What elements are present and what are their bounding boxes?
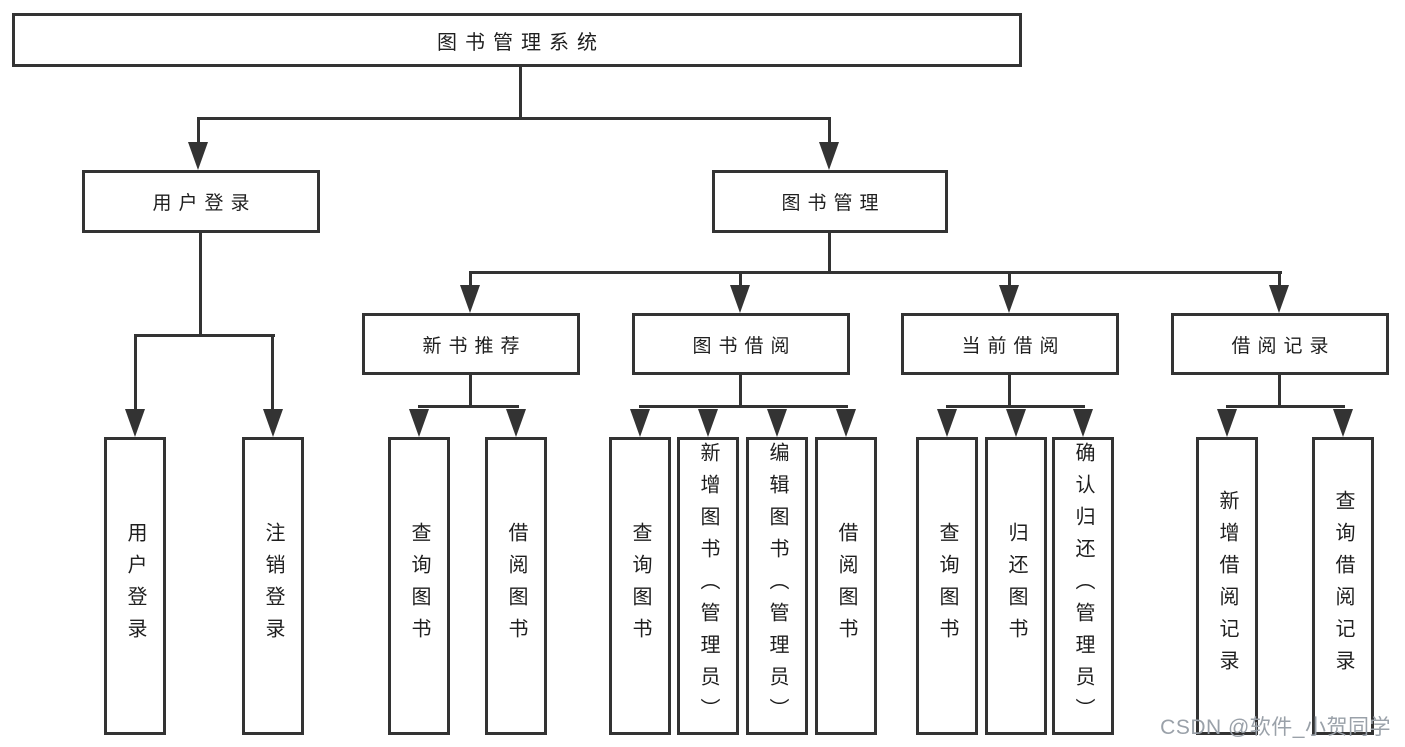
connector-line (1008, 271, 1011, 286)
connector-line (1278, 271, 1281, 286)
connector-line (469, 375, 472, 408)
connector-line (1008, 375, 1011, 408)
node-book-borrow: 图书借阅 (632, 313, 850, 375)
arrow-down-icon (1333, 409, 1353, 437)
node-leaf-add-borrow-record-label: 新增借阅记录 (1216, 490, 1238, 682)
node-new-book-recommend-label: 新书推荐 (422, 335, 527, 357)
arrow-down-icon (767, 409, 787, 437)
node-leaf-search-books-borrow-label: 查询图书 (629, 522, 651, 650)
connector-line (469, 271, 1282, 274)
node-book-borrow-label: 图书借阅 (692, 335, 797, 357)
node-leaf-add-books-admin: 新增图书（管理员） (677, 437, 739, 735)
node-root: 图书管理系统 (12, 13, 1022, 67)
node-leaf-search-books-recommend-label: 查询图书 (408, 522, 430, 650)
node-leaf-borrow-books-recommend-label: 借阅图书 (505, 522, 527, 650)
connector-line (946, 405, 1085, 408)
arrow-down-icon (1073, 409, 1093, 437)
node-leaf-borrow-books: 借阅图书 (815, 437, 877, 735)
node-borrow-record-label: 借阅记录 (1231, 335, 1336, 357)
connector-line (1278, 375, 1281, 408)
connector-line (271, 334, 274, 410)
connector-line (739, 271, 742, 286)
connector-line (197, 117, 200, 145)
node-leaf-search-borrow-record: 查询借阅记录 (1312, 437, 1374, 735)
node-leaf-search-books-current: 查询图书 (916, 437, 978, 735)
arrow-down-icon (1006, 409, 1026, 437)
arrow-down-icon (1217, 409, 1237, 437)
node-leaf-return-books: 归还图书 (985, 437, 1047, 735)
arrow-down-icon (999, 285, 1019, 313)
connector-line (199, 233, 202, 337)
node-book-management: 图书管理 (712, 170, 948, 233)
node-leaf-confirm-return-admin-label: 确认归还（管理员） (1072, 442, 1094, 730)
arrow-down-icon (409, 409, 429, 437)
node-root-label: 图书管理系统 (437, 31, 605, 54)
node-leaf-logout: 注销登录 (242, 437, 304, 735)
connector-line (134, 334, 275, 337)
arrow-down-icon (506, 409, 526, 437)
connector-line (469, 271, 472, 286)
node-leaf-borrow-books-recommend: 借阅图书 (485, 437, 547, 735)
connector-line (519, 65, 522, 120)
node-leaf-edit-books-admin: 编辑图书（管理员） (746, 437, 808, 735)
node-leaf-return-books-label: 归还图书 (1005, 522, 1027, 650)
node-current-borrow-label: 当前借阅 (961, 335, 1066, 357)
node-user-login-label: 用户登录 (152, 193, 257, 214)
arrow-down-icon (836, 409, 856, 437)
node-leaf-edit-books-admin-label: 编辑图书（管理员） (766, 442, 788, 730)
node-leaf-user-login-label: 用户登录 (124, 522, 146, 650)
node-current-borrow: 当前借阅 (901, 313, 1119, 375)
connector-line (639, 405, 848, 408)
node-leaf-borrow-books-label: 借阅图书 (835, 522, 857, 650)
node-leaf-search-borrow-record-label: 查询借阅记录 (1332, 490, 1354, 682)
connector-line (739, 375, 742, 408)
node-book-management-label: 图书管理 (781, 193, 886, 214)
arrow-down-icon (1269, 285, 1289, 313)
arrow-down-icon (125, 409, 145, 437)
node-borrow-record: 借阅记录 (1171, 313, 1389, 375)
node-user-login: 用户登录 (82, 170, 320, 233)
watermark: CSDN @软件_小贺同学 (1160, 716, 1391, 739)
connector-line (828, 117, 831, 145)
arrow-down-icon (730, 285, 750, 313)
arrow-down-icon (460, 285, 480, 313)
arrow-down-icon (630, 409, 650, 437)
node-leaf-confirm-return-admin: 确认归还（管理员） (1052, 437, 1114, 735)
node-leaf-add-books-admin-label: 新增图书（管理员） (697, 442, 719, 730)
arrow-down-icon (937, 409, 957, 437)
node-leaf-search-books-borrow: 查询图书 (609, 437, 671, 735)
connector-line (197, 117, 831, 120)
node-leaf-search-books-current-label: 查询图书 (936, 522, 958, 650)
node-new-book-recommend: 新书推荐 (362, 313, 580, 375)
arrow-down-icon (188, 142, 208, 170)
node-leaf-search-books-recommend: 查询图书 (388, 437, 450, 735)
node-leaf-user-login: 用户登录 (104, 437, 166, 735)
arrow-down-icon (263, 409, 283, 437)
connector-line (828, 233, 831, 274)
node-leaf-logout-label: 注销登录 (262, 522, 284, 650)
connector-line (1226, 405, 1345, 408)
arrow-down-icon (819, 142, 839, 170)
connector-line (134, 334, 137, 410)
node-leaf-add-borrow-record: 新增借阅记录 (1196, 437, 1258, 735)
arrow-down-icon (698, 409, 718, 437)
connector-line (418, 405, 519, 408)
